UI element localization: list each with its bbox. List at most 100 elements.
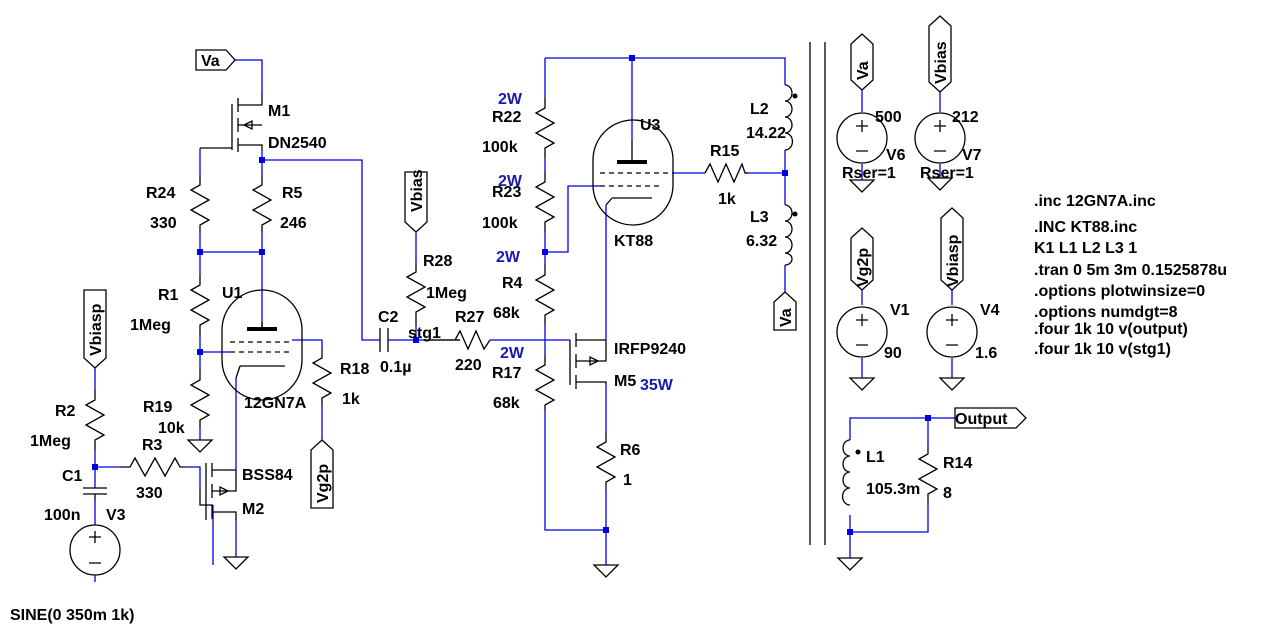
- label-v6: V6: [886, 147, 906, 164]
- label-r17-value: 68k: [493, 395, 520, 412]
- junction-dots: [92, 55, 931, 535]
- ground-symbol: [848, 377, 876, 391]
- label-r4: R4: [502, 275, 523, 292]
- label-r23-power: 2W: [498, 173, 523, 190]
- ground-symbol: [938, 377, 966, 391]
- directive-line: K1 L1 L2 L3 1: [1034, 240, 1137, 257]
- label-r18-value: 1k: [342, 391, 360, 408]
- ground-symbol: [848, 179, 876, 193]
- resistor-r1: [189, 275, 211, 335]
- label-r19: R19: [143, 399, 172, 416]
- mosfet-m5: [569, 333, 607, 389]
- label-m5-model: IRFP9240: [614, 341, 686, 358]
- label-r24-value: 330: [150, 215, 177, 232]
- source-v4: [926, 306, 978, 358]
- directive-line: .options plotwinsize=0: [1034, 283, 1205, 300]
- label-r4-power: 2W: [496, 249, 521, 266]
- inductor-l2: [784, 84, 798, 151]
- component-labels: M1 DN2540 R24 330 R5 246 R1 1Meg U1 12GN…: [10, 91, 1000, 624]
- label-r3: R3: [142, 437, 163, 454]
- label-v4-value: 1.6: [975, 345, 997, 362]
- resistor-r4: [534, 265, 556, 325]
- label-r18: R18: [340, 361, 369, 378]
- label-v1-value: 90: [884, 345, 902, 362]
- resistor-r19: [189, 370, 211, 428]
- label-r2-value: 1Meg: [30, 433, 71, 450]
- label-r23: R23: [492, 184, 521, 201]
- capacitors: [83, 328, 389, 500]
- label-r22: R22: [492, 109, 521, 126]
- resistor-r28: [405, 262, 427, 325]
- label-m5: M5: [614, 373, 636, 390]
- net-flags: Va Vbias Vbiasp Vg2p Va Vbias Va Vg2p Vb…: [83, 15, 1027, 509]
- flag-vg2p-v1: Vg2p: [855, 248, 872, 287]
- mosfet-m1: [200, 94, 263, 152]
- directive-line: .four 1k 10 v(output): [1034, 321, 1188, 338]
- label-v7-rser: Rser=1: [920, 165, 974, 182]
- label-r15: R15: [710, 143, 739, 160]
- label-c2: C2: [378, 309, 399, 326]
- label-r15-value: 1k: [718, 191, 736, 208]
- label-v6-value: 500: [875, 109, 902, 126]
- label-v1: V1: [890, 302, 910, 319]
- label-r1: R1: [158, 287, 179, 304]
- label-r17: R17: [492, 365, 521, 382]
- label-r19-value: 10k: [158, 420, 185, 437]
- label-r28: R28: [423, 253, 452, 270]
- label-v3-value: SINE(0 350m 1k): [10, 607, 135, 624]
- resistor-r23: [534, 172, 556, 232]
- resistor-r18: [311, 350, 333, 405]
- source-v6: [836, 112, 888, 164]
- tubes: [221, 119, 674, 401]
- directive-line: .inc 12GN7A.inc: [1034, 193, 1156, 210]
- label-v7-value: 212: [952, 109, 979, 126]
- label-c1-value: 100n: [44, 507, 80, 524]
- label-v6-rser: Rser=1: [842, 165, 896, 182]
- ground-symbol: [592, 564, 620, 578]
- flag-va-top: Va: [201, 53, 220, 70]
- tube-u3: [592, 119, 674, 226]
- spice-directives: .inc 12GN7A.inc .INC KT88.inc K1 L1 L2 L…: [1034, 193, 1227, 358]
- mosfet-m2: [199, 463, 237, 520]
- grounds: [186, 177, 966, 578]
- source-v1: [836, 306, 888, 358]
- label-m2-model: BSS84: [242, 467, 293, 484]
- label-r14: R14: [943, 455, 972, 472]
- flag-vg2p-mid: Vg2p: [315, 464, 332, 503]
- label-m2: M2: [242, 501, 264, 518]
- junction-dot: [629, 55, 635, 61]
- junction-dot: [782, 170, 788, 176]
- junction-dot: [925, 415, 931, 421]
- ground-symbol: [926, 177, 954, 191]
- label-r6: R6: [620, 442, 641, 459]
- label-r23-value: 100k: [482, 215, 518, 232]
- ground-symbol: [186, 439, 214, 453]
- resistor-r2: [84, 390, 106, 450]
- junction-dot: [413, 337, 419, 343]
- junction-dot: [92, 464, 98, 470]
- junction-dot: [197, 249, 203, 255]
- capacitor-c2: [379, 328, 389, 352]
- label-r22-value: 100k: [482, 139, 518, 156]
- label-l1-value: 105.3m: [866, 481, 920, 498]
- flag-va-l3: Va: [778, 308, 795, 327]
- label-u1-model: 12GN7A: [244, 395, 307, 412]
- directive-line: .tran 0 5m 3m 0.1525878u: [1034, 262, 1227, 279]
- label-l2-value: 14.22: [746, 125, 786, 142]
- resistor-r22: [534, 98, 556, 158]
- ground-symbol: [836, 557, 864, 571]
- inductor-l3: [784, 204, 798, 266]
- label-m1-model: DN2540: [268, 135, 327, 152]
- label-r3-value: 330: [136, 485, 163, 502]
- tube-u1: [221, 289, 303, 401]
- flag-vbiasp-v4: Vbiasp: [945, 234, 962, 287]
- label-l2: L2: [750, 101, 769, 118]
- inductors: [784, 42, 861, 545]
- label-r1-value: 1Meg: [130, 317, 171, 334]
- label-v3: V3: [106, 507, 126, 524]
- label-c1: C1: [62, 468, 83, 485]
- resistor-r14: [917, 446, 939, 502]
- mosfets: [199, 94, 607, 520]
